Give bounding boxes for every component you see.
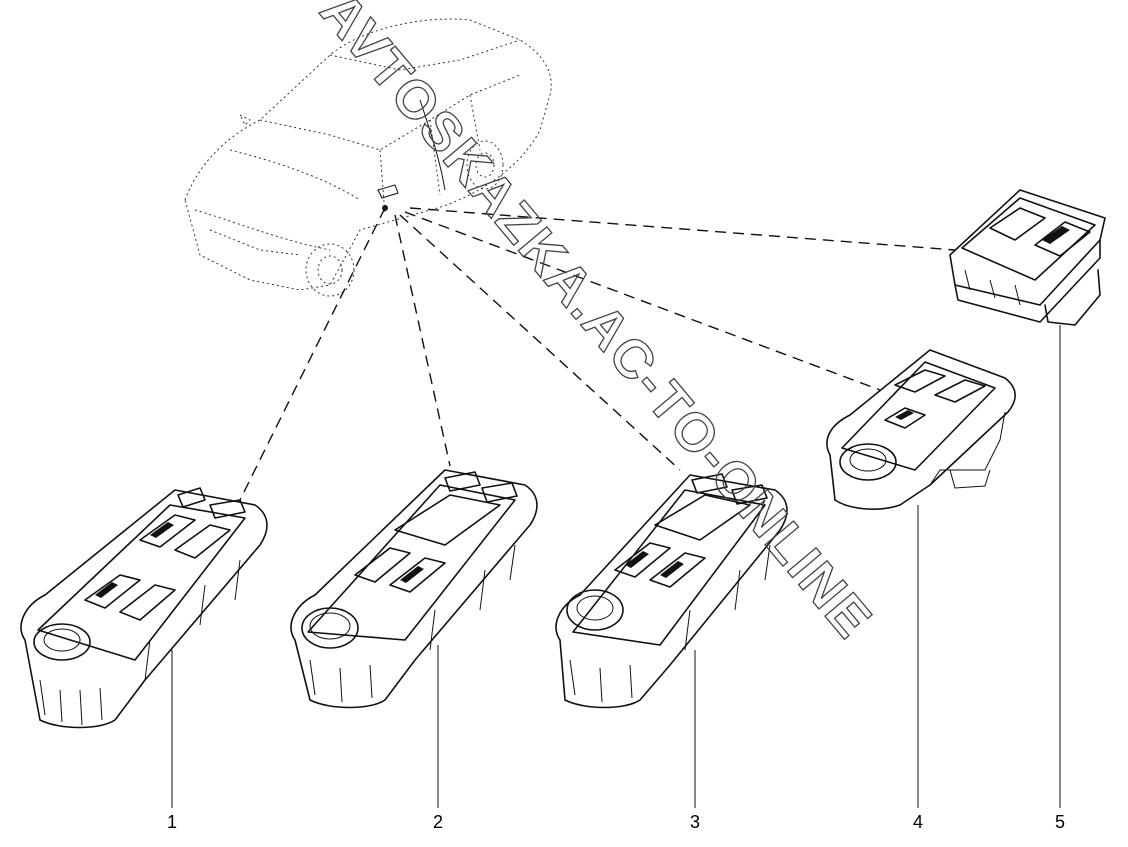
callout-lines bbox=[171, 325, 1061, 808]
part-label-3: 3 bbox=[689, 812, 701, 832]
part-label-4: 4 bbox=[912, 812, 924, 832]
switch-block-4 bbox=[826, 349, 1016, 510]
part-label-1: 1 bbox=[166, 812, 178, 832]
switch-block-5 bbox=[949, 189, 1106, 326]
watermark-text: AVTOSKAZKA.AC-TO-ONLINE bbox=[309, 0, 884, 650]
part-label-2: 2 bbox=[432, 812, 444, 832]
part-label-5: 5 bbox=[1054, 812, 1066, 832]
watermark: AVTOSKAZKA.AC-TO-ONLINE bbox=[308, 0, 884, 651]
switch-block-1 bbox=[20, 487, 268, 729]
switch-block-2 bbox=[290, 469, 538, 709]
switch-block-3 bbox=[555, 473, 788, 709]
car-illustration bbox=[184, 18, 552, 297]
leader-lines bbox=[239, 207, 956, 501]
